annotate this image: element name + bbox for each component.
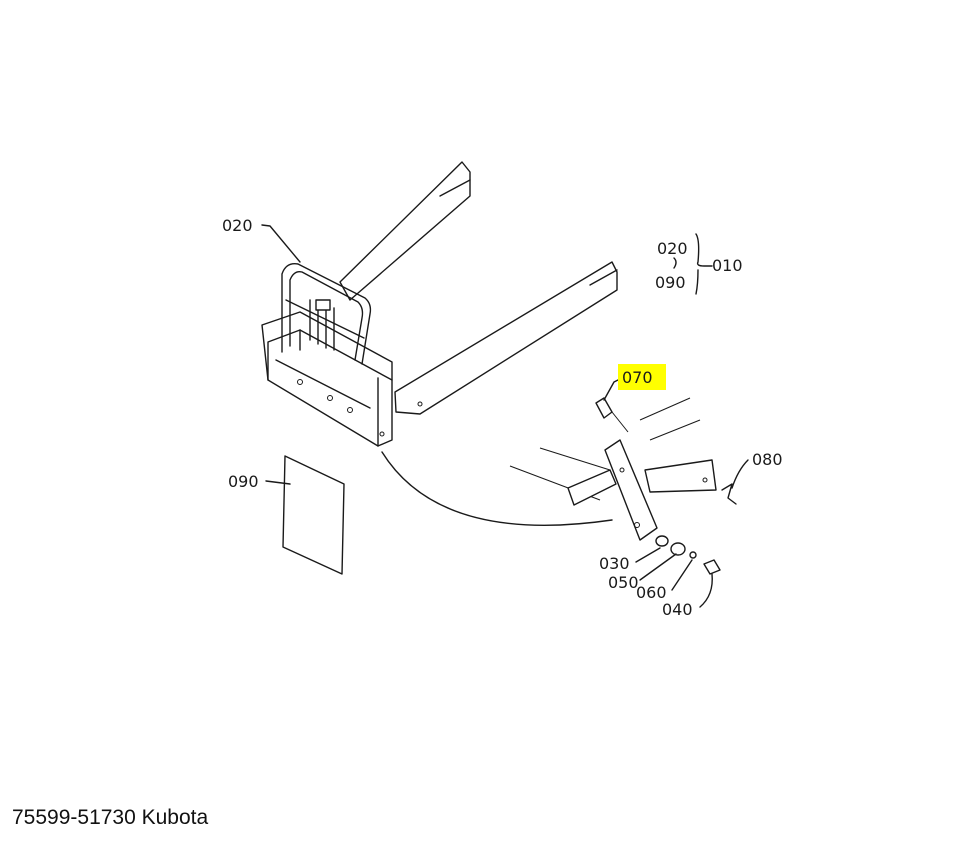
legend-label-020: 020 — [657, 239, 688, 258]
label-080: 080 — [752, 450, 783, 469]
highlight-070 — [618, 364, 666, 390]
legend-label-090: 090 — [655, 273, 686, 292]
bracket-detail — [509, 397, 737, 575]
label-060: 060 — [636, 583, 667, 602]
label-020: 020 — [222, 216, 253, 235]
part-number-caption: 75599-51730 Kubota — [12, 806, 209, 829]
label-030: 030 — [599, 554, 630, 573]
label-070: 070 — [622, 368, 653, 387]
legend-label-010: 010 — [712, 256, 743, 275]
detail-leader-curve — [381, 451, 613, 526]
leader-lines — [261, 224, 749, 608]
label-050: 050 — [608, 573, 639, 592]
label-090: 090 — [228, 472, 259, 491]
label-040: 040 — [662, 600, 693, 619]
plate-090 — [282, 455, 345, 575]
frame-assembly — [261, 161, 618, 447]
